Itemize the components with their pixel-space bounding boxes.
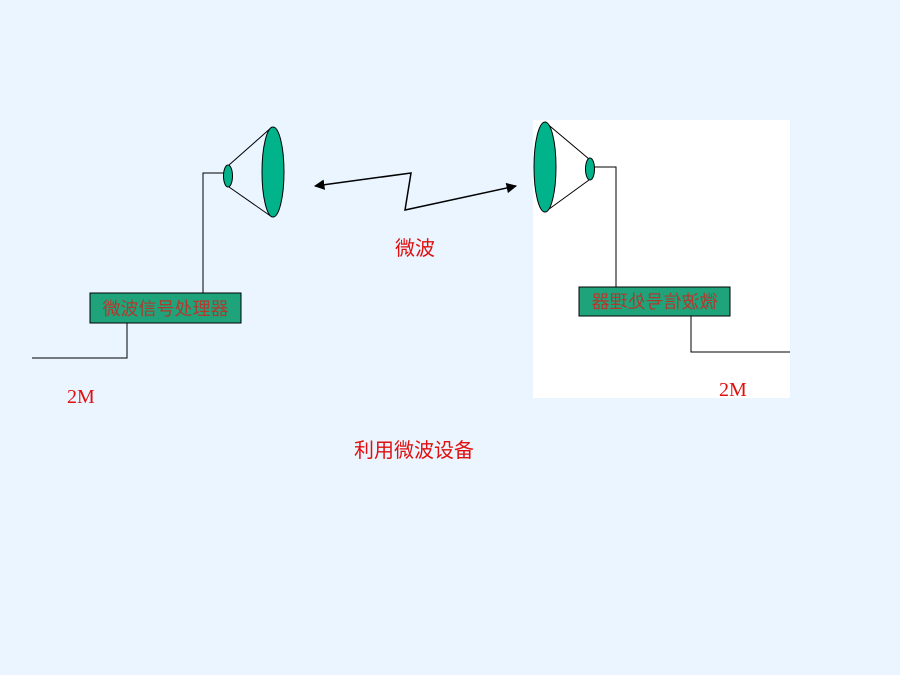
microwave-link: 微波	[313, 172, 518, 260]
right-mast-line	[594, 166, 617, 287]
right-processor-box	[578, 286, 731, 317]
right-2m-label: 2M	[719, 379, 747, 401]
left-station: 微波信号处理器 2M	[32, 126, 285, 408]
left-processor-box	[89, 292, 242, 324]
right-antenna-cone-lower	[544, 179, 590, 213]
right-2m-line	[690, 316, 790, 353]
left-feed-icon	[223, 164, 233, 188]
left-mast-line	[202, 172, 224, 293]
right-processor-label: 微波信号处理器	[592, 292, 718, 313]
right-station: 微波信号处理器 2M	[533, 121, 790, 401]
diagram-caption: 利用微波设备	[354, 438, 474, 462]
microwave-link-label: 微波	[395, 236, 435, 260]
microwave-link-arrow	[313, 172, 518, 211]
right-station-panel	[533, 120, 790, 398]
right-feed-icon	[585, 157, 595, 181]
right-antenna-cone-upper	[544, 121, 590, 160]
left-antenna-cone-lower	[228, 186, 273, 218]
left-processor-label: 微波信号处理器	[103, 299, 229, 320]
right-dish-icon	[533, 121, 557, 213]
left-2m-line	[32, 323, 128, 359]
left-2m-label: 2M	[67, 386, 95, 408]
left-dish-icon	[261, 126, 285, 218]
left-antenna-cone-upper	[228, 126, 273, 166]
